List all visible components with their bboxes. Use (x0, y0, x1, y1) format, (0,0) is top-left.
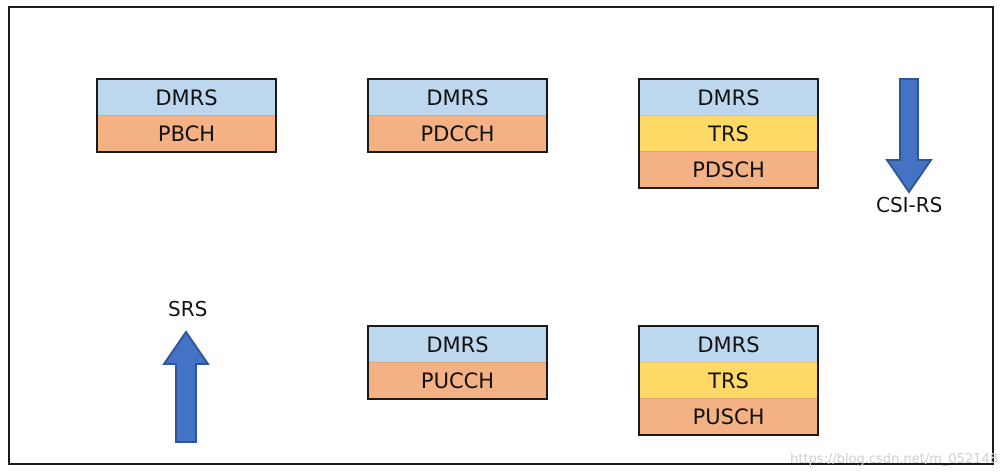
srs-label: SRS (168, 297, 208, 321)
pucch-block: DMRS PUCCH (367, 325, 548, 400)
pusch-trs-cell: TRS (640, 362, 817, 398)
diagram-frame (8, 6, 994, 465)
pdsch-block: DMRS TRS PDSCH (638, 78, 819, 189)
pusch-block: DMRS TRS PUSCH (638, 325, 819, 436)
csi-rs-down-arrow-icon (885, 78, 933, 194)
pdsch-dmrs-cell: DMRS (640, 80, 817, 115)
pdcch-block: DMRS PDCCH (367, 78, 548, 153)
pdsch-trs-cell: TRS (640, 115, 817, 151)
pusch-cell: PUSCH (640, 398, 817, 434)
pdsch-cell: PDSCH (640, 151, 817, 187)
srs-up-arrow-icon (162, 330, 210, 443)
pdcch-cell: PDCCH (369, 115, 546, 151)
pucch-dmrs-cell: DMRS (369, 327, 546, 362)
csi-rs-label: CSI-RS (876, 193, 943, 217)
pucch-cell: PUCCH (369, 362, 546, 398)
watermark: https://blog.csdn.net/m_052148 (790, 452, 998, 467)
pdcch-dmrs-cell: DMRS (369, 80, 546, 115)
pbch-dmrs-cell: DMRS (98, 80, 275, 115)
pusch-dmrs-cell: DMRS (640, 327, 817, 362)
pbch-cell: PBCH (98, 115, 275, 151)
pbch-block: DMRS PBCH (96, 78, 277, 153)
